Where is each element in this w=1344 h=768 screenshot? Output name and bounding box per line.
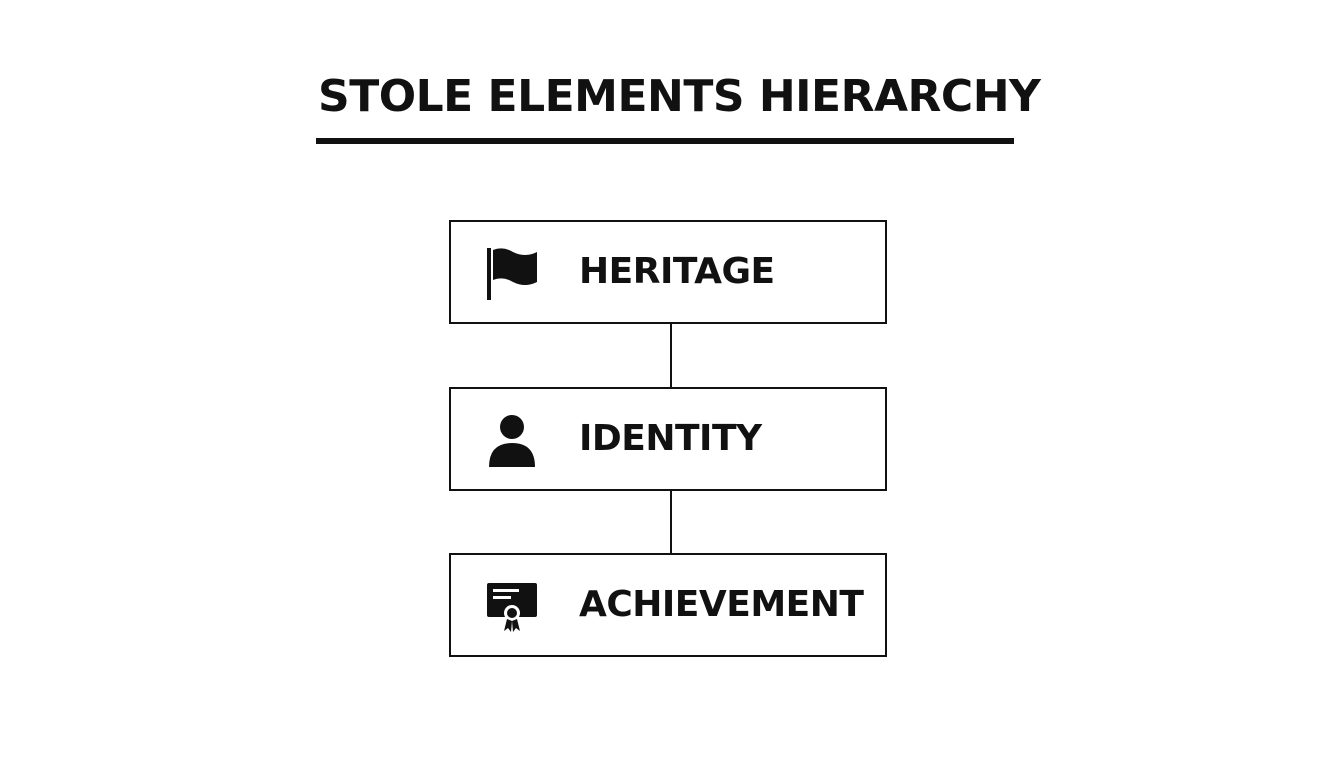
certificate-icon bbox=[485, 579, 539, 633]
node-heritage: HERITAGE bbox=[449, 220, 887, 324]
node-identity: IDENTITY bbox=[449, 387, 887, 491]
node-achievement: ACHIEVEMENT bbox=[449, 553, 887, 657]
title-underline bbox=[316, 138, 1014, 144]
node-label-heritage: HERITAGE bbox=[579, 251, 775, 292]
node-label-identity: IDENTITY bbox=[579, 418, 762, 459]
person-icon bbox=[485, 413, 539, 467]
diagram-title: STOLE ELEMENTS HIERARCHY bbox=[318, 71, 1041, 122]
connector-identity-achievement bbox=[670, 491, 672, 553]
flag-icon bbox=[485, 246, 539, 300]
connector-heritage-identity bbox=[670, 324, 672, 387]
node-label-achievement: ACHIEVEMENT bbox=[579, 584, 864, 625]
